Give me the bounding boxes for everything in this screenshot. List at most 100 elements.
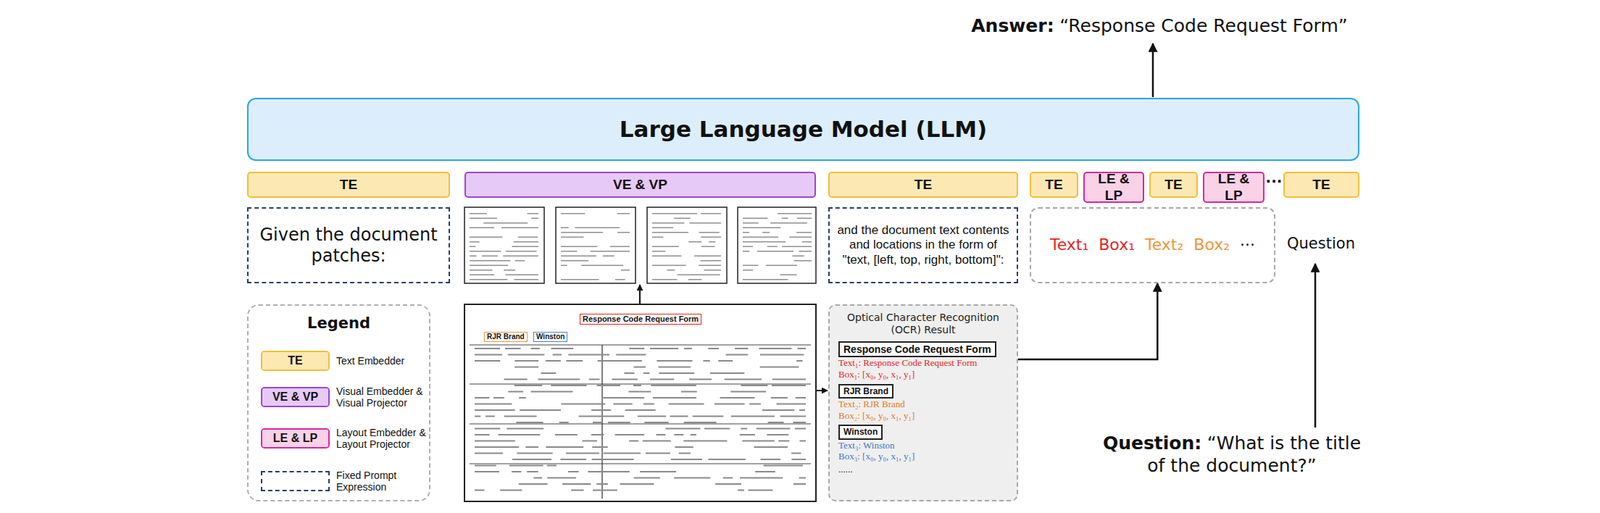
text-line [474, 347, 500, 350]
ocr-crop-text: RJR Brand [843, 386, 889, 397]
legend-text: Fixed Prompt Expression [336, 469, 427, 493]
text-line [560, 458, 587, 461]
text-line [555, 434, 578, 436]
text-line [474, 471, 500, 473]
text-line [710, 372, 745, 374]
text-line [688, 241, 702, 243]
document-title-crop: Response Code Request Form [579, 313, 702, 325]
text-line [694, 255, 722, 258]
text-line [505, 274, 539, 277]
text-line [723, 477, 733, 479]
text-line [707, 347, 719, 350]
text-line [673, 218, 690, 220]
text-line [518, 483, 548, 485]
text-line [742, 227, 781, 229]
text-line [628, 347, 645, 350]
text-embedder-bar-text: TE [1044, 176, 1063, 194]
text-line [762, 231, 770, 234]
text-line [767, 246, 778, 248]
text-line [474, 397, 490, 399]
text-line [652, 250, 666, 253]
text-line [469, 218, 498, 220]
text-line [659, 372, 695, 374]
text-box-sequence-text: Box₁ [1098, 235, 1135, 255]
text-line [755, 471, 776, 473]
text-line [590, 250, 630, 253]
text-line [620, 483, 655, 485]
text-line [794, 260, 812, 262]
text-line [700, 236, 722, 239]
text-line [673, 477, 711, 479]
text-line [602, 397, 645, 399]
document-brand-crop: Winston [533, 331, 568, 343]
text-line [681, 391, 698, 393]
text-line [591, 434, 604, 436]
answer-line: Answer:“Response Code Request Form” [942, 14, 1377, 37]
text-line [526, 213, 539, 215]
text-line [621, 269, 630, 272]
text-line [644, 421, 669, 424]
text-line [652, 236, 664, 239]
ocr-result-box-text: ...... [838, 463, 853, 476]
text-line [591, 409, 611, 411]
text-line [776, 403, 806, 406]
patch [737, 207, 816, 284]
text-line [474, 409, 516, 411]
text-line [581, 265, 624, 267]
text-line [780, 415, 806, 418]
text-line [474, 434, 490, 436]
text-line [714, 403, 745, 406]
text-line [592, 458, 635, 461]
text-line [652, 255, 682, 258]
text-line [688, 278, 703, 281]
text-line [777, 213, 812, 215]
text-box-sequence-text: Box₂ [1193, 235, 1230, 255]
text-line [469, 255, 477, 258]
text-line [511, 246, 539, 248]
text-line [791, 452, 801, 455]
ocr-crop: Winston [838, 424, 883, 440]
ocr-crop-text: Response Code Request Form [843, 343, 992, 356]
text-line [760, 366, 800, 369]
text-line [802, 241, 812, 243]
text-line [739, 434, 756, 436]
llm-box: Large Language Model (LLM) [247, 97, 1360, 161]
text-line [740, 384, 768, 387]
text-line [469, 278, 508, 281]
text-line [643, 403, 655, 406]
ocr-arrow [816, 389, 828, 392]
text-line [700, 213, 722, 215]
text-line [771, 397, 788, 399]
text-line [511, 471, 522, 473]
text-line [699, 231, 720, 234]
text-line [545, 360, 561, 362]
text-line [652, 222, 685, 224]
text-line [617, 213, 630, 215]
legend-box-text: Legend [248, 305, 429, 333]
text-line [715, 483, 742, 485]
text-box-sequence-text: Text₂ [1144, 235, 1184, 255]
text-line [560, 260, 589, 262]
text-line [799, 477, 806, 479]
text-line [514, 360, 539, 362]
text-line [793, 483, 806, 485]
text-embedder-bar: TE [247, 171, 450, 198]
text-line [674, 446, 693, 448]
text-line [474, 403, 512, 406]
text-line [763, 465, 803, 467]
text-line [507, 354, 545, 356]
text-line [639, 471, 677, 473]
question-line: Question:“What is the title of the docum… [1097, 431, 1366, 478]
text-line [560, 265, 568, 267]
text-line [757, 250, 794, 253]
text-line [514, 366, 539, 369]
text-line [514, 384, 543, 387]
text-line [589, 378, 600, 381]
text-line [658, 366, 691, 369]
llm-box-text: Large Language Model (LLM) [619, 115, 987, 143]
ocr-result-box-text: Text₃: Winston [838, 439, 895, 452]
patch [647, 207, 727, 284]
text-line [707, 458, 745, 461]
prompt-box: Given the document patches: [247, 207, 450, 284]
text-line [673, 434, 684, 436]
